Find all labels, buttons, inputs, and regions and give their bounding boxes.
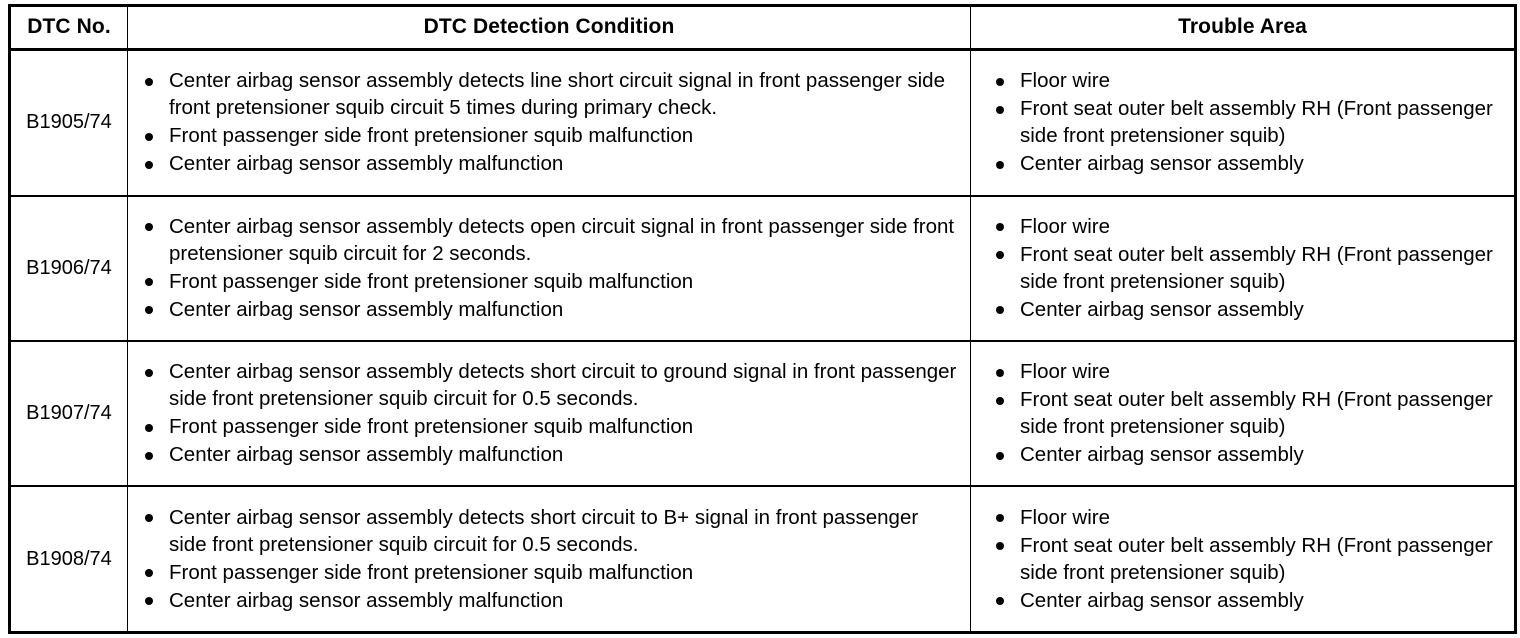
trouble-area-list: Floor wire Front seat outer belt assembl…	[989, 67, 1504, 177]
list-item: Center airbag sensor assembly detects sh…	[140, 504, 960, 558]
cell-trouble-area: Floor wire Front seat outer belt assembl…	[970, 49, 1516, 197]
column-header-trouble-area: Trouble Area	[970, 5, 1516, 51]
cell-detection-condition: Center airbag sensor assembly detects op…	[127, 194, 971, 342]
cell-detection-condition: Center airbag sensor assembly detects li…	[127, 49, 971, 197]
cell-detection-condition: Center airbag sensor assembly detects sh…	[127, 339, 971, 487]
trouble-area-list: Floor wire Front seat outer belt assembl…	[989, 504, 1504, 614]
dtc-table: DTC No. DTC Detection Condition Trouble …	[8, 4, 1517, 634]
list-item: Center airbag sensor assembly malfunctio…	[140, 150, 960, 177]
table-row: B1906/74 Center airbag sensor assembly d…	[9, 194, 1516, 342]
table-header: DTC No. DTC Detection Condition Trouble …	[9, 5, 1516, 51]
list-item: Center airbag sensor assembly	[989, 441, 1504, 468]
list-item: Floor wire	[989, 67, 1504, 94]
table-row: B1908/74 Center airbag sensor assembly d…	[9, 485, 1516, 634]
detection-condition-list: Center airbag sensor assembly detects sh…	[140, 358, 960, 468]
list-item: Floor wire	[989, 213, 1504, 240]
list-item: Center airbag sensor assembly detects sh…	[140, 358, 960, 412]
list-item: Center airbag sensor assembly	[989, 587, 1504, 614]
table-row: B1905/74 Center airbag sensor assembly d…	[9, 49, 1516, 197]
detection-condition-list: Center airbag sensor assembly detects sh…	[140, 504, 960, 614]
list-item: Center airbag sensor assembly	[989, 150, 1504, 177]
trouble-area-list: Floor wire Front seat outer belt assembl…	[989, 358, 1504, 468]
list-item: Front passenger side front pretensioner …	[140, 268, 960, 295]
list-item: Center airbag sensor assembly detects op…	[140, 213, 960, 267]
list-item: Front seat outer belt assembly RH (Front…	[989, 532, 1504, 586]
table-body: B1905/74 Center airbag sensor assembly d…	[9, 49, 1516, 634]
list-item: Center airbag sensor assembly detects li…	[140, 67, 960, 121]
cell-dtc-no: B1907/74	[9, 339, 128, 487]
column-header-dtc-no: DTC No.	[9, 5, 128, 51]
list-item: Front seat outer belt assembly RH (Front…	[989, 241, 1504, 295]
list-item: Front seat outer belt assembly RH (Front…	[989, 386, 1504, 440]
column-header-detection-condition: DTC Detection Condition	[127, 5, 971, 51]
trouble-area-list: Floor wire Front seat outer belt assembl…	[989, 213, 1504, 323]
list-item: Front passenger side front pretensioner …	[140, 413, 960, 440]
table-row: B1907/74 Center airbag sensor assembly d…	[9, 339, 1516, 487]
list-item: Floor wire	[989, 504, 1504, 531]
detection-condition-list: Center airbag sensor assembly detects op…	[140, 213, 960, 323]
list-item: Front seat outer belt assembly RH (Front…	[989, 95, 1504, 149]
list-item: Center airbag sensor assembly	[989, 296, 1504, 323]
list-item: Center airbag sensor assembly malfunctio…	[140, 296, 960, 323]
header-row: DTC No. DTC Detection Condition Trouble …	[9, 5, 1516, 51]
cell-dtc-no: B1905/74	[9, 49, 128, 197]
list-item: Front passenger side front pretensioner …	[140, 559, 960, 586]
cell-dtc-no: B1906/74	[9, 194, 128, 342]
list-item: Center airbag sensor assembly malfunctio…	[140, 587, 960, 614]
list-item: Center airbag sensor assembly malfunctio…	[140, 441, 960, 468]
cell-dtc-no: B1908/74	[9, 485, 128, 634]
list-item: Front passenger side front pretensioner …	[140, 122, 960, 149]
cell-detection-condition: Center airbag sensor assembly detects sh…	[127, 485, 971, 634]
cell-trouble-area: Floor wire Front seat outer belt assembl…	[970, 485, 1516, 634]
list-item: Floor wire	[989, 358, 1504, 385]
cell-trouble-area: Floor wire Front seat outer belt assembl…	[970, 339, 1516, 487]
cell-trouble-area: Floor wire Front seat outer belt assembl…	[970, 194, 1516, 342]
detection-condition-list: Center airbag sensor assembly detects li…	[140, 67, 960, 177]
